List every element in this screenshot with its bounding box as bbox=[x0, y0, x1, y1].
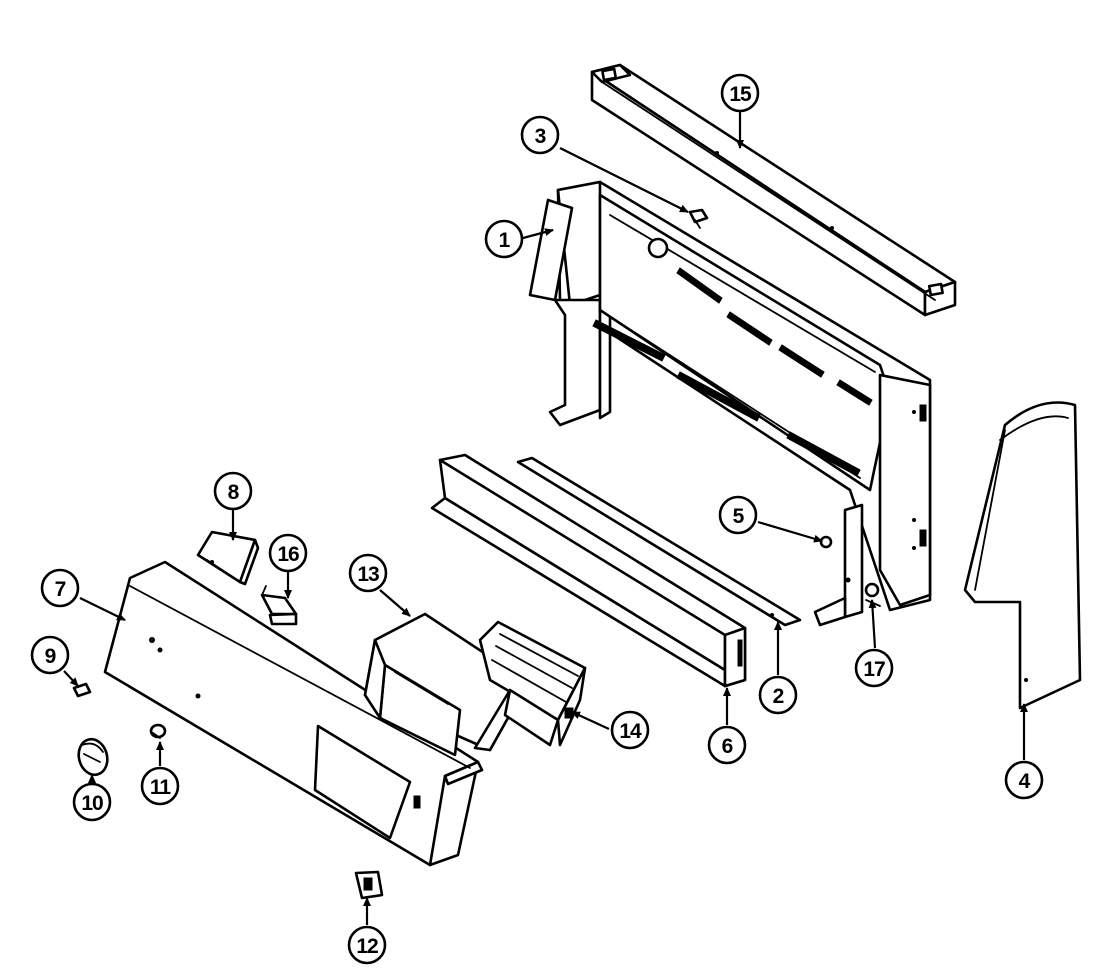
svg-text:9: 9 bbox=[45, 645, 56, 668]
svg-text:14: 14 bbox=[619, 720, 642, 743]
part-4-side-trim bbox=[963, 401, 1082, 710]
callout-17: 17 bbox=[854, 648, 894, 688]
callout-13: 13 bbox=[348, 553, 388, 593]
svg-text:3: 3 bbox=[535, 125, 546, 148]
callout-7: 7 bbox=[40, 568, 80, 608]
callout-12: 12 bbox=[347, 925, 387, 965]
svg-text:10: 10 bbox=[81, 792, 103, 815]
svg-text:6: 6 bbox=[722, 735, 733, 758]
svg-text:2: 2 bbox=[773, 685, 784, 708]
part-2-strip bbox=[516, 456, 802, 627]
callout-3: 3 bbox=[520, 115, 560, 155]
part-11-button bbox=[149, 723, 167, 739]
part-7-control-panel bbox=[103, 560, 484, 867]
part-10-knob bbox=[77, 737, 109, 777]
svg-text:13: 13 bbox=[357, 563, 379, 586]
callout-2: 2 bbox=[758, 675, 798, 715]
svg-text:12: 12 bbox=[356, 935, 378, 958]
svg-text:5: 5 bbox=[733, 505, 745, 528]
svg-text:7: 7 bbox=[55, 578, 66, 601]
part-6-channel bbox=[430, 453, 747, 688]
svg-text:11: 11 bbox=[150, 776, 172, 799]
svg-text:17: 17 bbox=[863, 658, 885, 681]
callout-14: 14 bbox=[610, 710, 650, 750]
part-14-control-module bbox=[478, 620, 587, 747]
svg-text:1: 1 bbox=[499, 229, 511, 252]
callout-15: 15 bbox=[720, 73, 760, 113]
part-15-top-rail bbox=[590, 63, 957, 317]
svg-text:4: 4 bbox=[1019, 770, 1031, 793]
callout-10: 10 bbox=[72, 782, 112, 822]
part-8-switch-block bbox=[196, 530, 260, 586]
leader-lines bbox=[63, 112, 1028, 925]
callout-4: 4 bbox=[1004, 760, 1044, 800]
part-1-main-frame bbox=[528, 180, 932, 612]
part-16-clip bbox=[260, 585, 298, 626]
callout-8: 8 bbox=[213, 471, 253, 511]
part-3-screw bbox=[688, 208, 709, 229]
svg-text:15: 15 bbox=[729, 83, 752, 106]
part-12-indicator bbox=[354, 870, 384, 900]
part-17-bolt bbox=[864, 582, 881, 607]
callout-1: 1 bbox=[484, 219, 524, 259]
callout-6: 6 bbox=[707, 725, 747, 765]
callout-5: 5 bbox=[718, 495, 758, 535]
svg-text:16: 16 bbox=[277, 543, 299, 566]
part-5-bracket bbox=[813, 503, 864, 627]
callout-11: 11 bbox=[140, 766, 180, 806]
callout-9: 9 bbox=[30, 635, 70, 675]
part-9-screw bbox=[72, 682, 92, 698]
svg-text:8: 8 bbox=[228, 481, 240, 504]
callout-16: 16 bbox=[268, 533, 308, 573]
